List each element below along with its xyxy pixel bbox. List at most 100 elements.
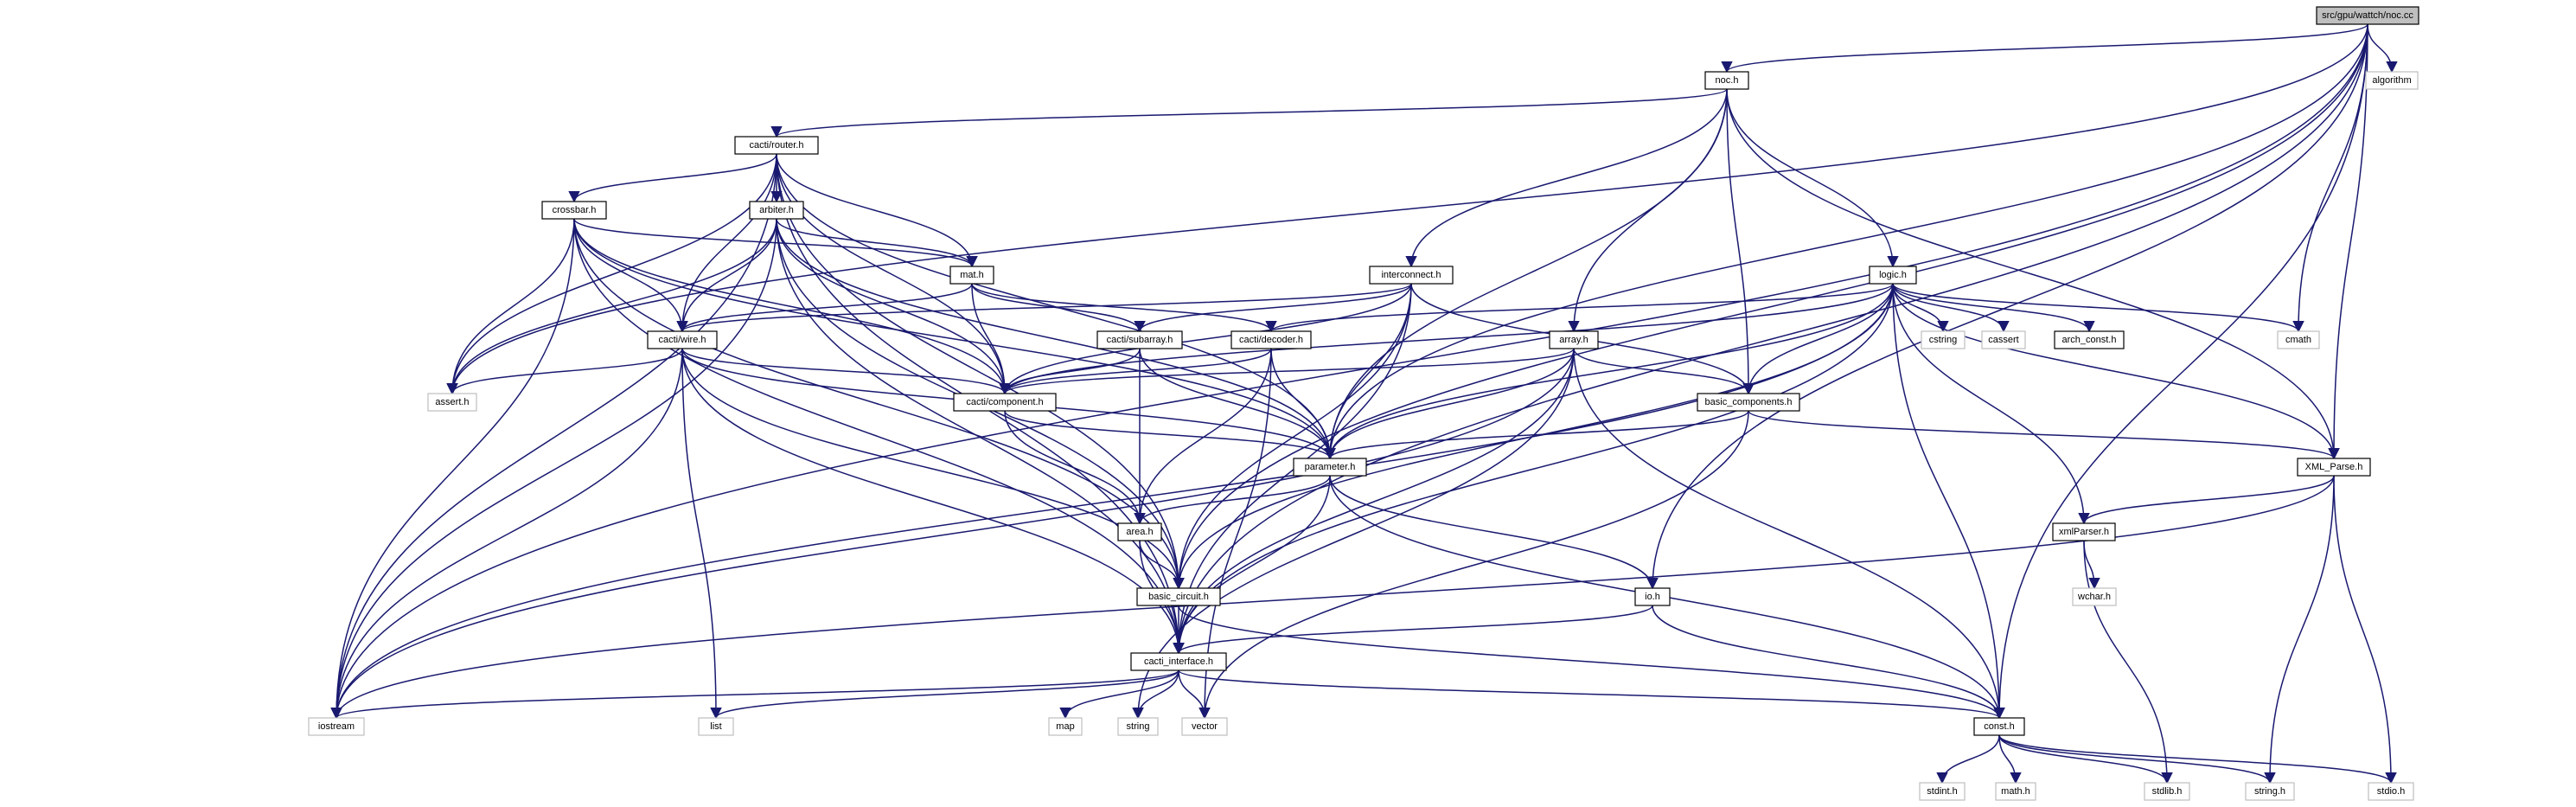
node-io-h[interactable]: io.h (1634, 587, 1671, 606)
node-stdio-h[interactable]: stdio.h (2368, 782, 2414, 801)
node-subarray-h[interactable]: cacti/subarray.h (1096, 330, 1183, 349)
node-box (1117, 717, 1159, 736)
node-noc-h[interactable]: noc.h (1704, 71, 1749, 90)
node-const-h[interactable]: const.h (1973, 717, 2025, 736)
node-stdlib-h[interactable]: stdlib.h (2144, 782, 2190, 801)
node-box (1704, 71, 1749, 90)
edge-noc-h-to-logic-h (1726, 88, 1899, 268)
node-crossbar-h[interactable]: crossbar.h (541, 201, 607, 220)
node-box (1634, 587, 1671, 606)
node-parameter-h[interactable]: parameter.h (1293, 458, 1367, 477)
node-label: cstring (1929, 335, 1957, 345)
node-box (1869, 266, 1917, 285)
edge-arbiter-h-to-cacti-interface-h (776, 218, 1185, 655)
node-algorithm[interactable]: algorithm (2365, 71, 2419, 90)
node-assert-h[interactable]: assert.h (427, 393, 477, 412)
node-label: logic.h (1879, 270, 1907, 280)
edge-io-h-to-cacti-interface-h (1173, 605, 1653, 655)
edge-crossbar-h-to-wire-h (573, 218, 688, 333)
node-string[interactable]: string (1117, 717, 1159, 736)
node-box (2144, 782, 2190, 801)
node-cmath[interactable]: cmath (2277, 330, 2320, 349)
node-basic-components-h[interactable]: basic_components.h (1697, 393, 1800, 412)
node-box (427, 393, 477, 412)
node-cacti-interface-h[interactable]: cacti_interface.h (1130, 652, 1227, 671)
node-basic-circuit-h[interactable]: basic_circuit.h (1136, 587, 1221, 606)
node-box (949, 266, 994, 285)
node-iostream[interactable]: iostream (308, 717, 365, 736)
node-array-h[interactable]: array.h (1549, 330, 1599, 349)
edge-component-h-to-parameter-h (1004, 410, 1336, 460)
node-box (1369, 266, 1454, 285)
node-box (647, 330, 718, 349)
edge-arbiter-h-to-mat-h (776, 218, 978, 268)
node-label: string.h (2254, 786, 2285, 797)
edge-interconnect-h-to-subarray-h (1134, 283, 1412, 333)
node-xmlparser-h[interactable]: xmlParser.h (2052, 522, 2116, 541)
edge-decoder-h-to-parameter-h (1270, 348, 1336, 460)
node-math-h[interactable]: math.h (1995, 782, 2036, 801)
edge-noc-h-to-xml-parse-h (1726, 88, 2340, 460)
node-arch-const-h[interactable]: arch_const.h (2054, 330, 2125, 349)
node-mat-h[interactable]: mat.h (949, 266, 994, 285)
edge-mat-h-to-component-h (971, 283, 1011, 395)
edge-cacti-interface-h-to-vector (1178, 669, 1211, 720)
edge-cacti-interface-h-to-string (1132, 669, 1179, 720)
edge-logic-h-to-cmath (1892, 283, 2304, 333)
node-xml-parse-h[interactable]: XML_Parse.h (2297, 458, 2371, 477)
node-label: algorithm (2372, 75, 2411, 86)
node-label: parameter.h (1305, 462, 1356, 472)
node-label: list (710, 721, 721, 732)
node-box (1048, 717, 1083, 736)
node-label: arch_const.h (2062, 335, 2117, 345)
edge-logic-h-to-xmlparser-h (1892, 283, 2090, 525)
node-decoder-h[interactable]: cacti/decoder.h (1230, 330, 1312, 349)
edge-array-h-to-parameter-h (1324, 348, 1575, 460)
node-cassert[interactable]: cassert (1981, 330, 2026, 349)
node-box (2365, 71, 2419, 90)
node-box (1293, 458, 1367, 477)
node-list[interactable]: list (698, 717, 734, 736)
edge-router-h-to-component-h (776, 153, 1011, 395)
edge-component-h-to-area-h (1004, 410, 1146, 525)
node-label: wchar.h (2077, 592, 2111, 602)
edge-array-h-to-basic-components-h (1573, 348, 1755, 395)
edge-arbiter-h-to-iostream (330, 218, 777, 720)
node-wchar-h[interactable]: wchar.h (2072, 587, 2117, 606)
node-wire-h[interactable]: cacti/wire.h (647, 330, 718, 349)
edge-mat-h-to-decoder-h (971, 283, 1277, 333)
node-box (1697, 393, 1800, 412)
node-label: arbiter.h (759, 205, 794, 215)
edge-const-h-to-stdlib-h (1998, 734, 2173, 785)
node-label: cacti/wire.h (658, 335, 706, 345)
node-label: interconnect.h (1381, 270, 1441, 280)
node-label: xmlParser.h (2059, 527, 2109, 537)
node-vector[interactable]: vector (1181, 717, 1228, 736)
node-label: assert.h (435, 397, 469, 407)
node-component-h[interactable]: cacti/component.h (953, 393, 1057, 412)
node-box (1919, 782, 1966, 801)
edge-root-to-cacti-interface-h (1173, 23, 2368, 655)
node-cstring[interactable]: cstring (1921, 330, 1966, 349)
node-label: io.h (1645, 592, 1660, 602)
edge-router-h-to-assert-h (446, 153, 777, 395)
node-label: cacti/decoder.h (1239, 335, 1303, 345)
edge-basic-circuit-h-to-const-h (1178, 605, 2005, 720)
node-interconnect-h[interactable]: interconnect.h (1369, 266, 1454, 285)
edge-basic-components-h-to-vector (1199, 410, 1749, 720)
node-string-h[interactable]: string.h (2245, 782, 2295, 801)
node-root[interactable]: src/gpu/wattch/noc.cc (2316, 6, 2419, 25)
edge-basic-components-h-to-xml-parse-h (1748, 410, 2340, 460)
node-area-h[interactable]: area.h (1117, 522, 1162, 541)
node-logic-h[interactable]: logic.h (1869, 266, 1917, 285)
edge-xml-parse-h-to-stdio-h (2333, 475, 2397, 785)
node-label: stdio.h (2377, 786, 2405, 797)
node-box (1995, 782, 2036, 801)
node-map[interactable]: map (1048, 717, 1083, 736)
node-router-h[interactable]: cacti/router.h (734, 136, 819, 155)
node-box (1117, 522, 1162, 541)
node-stdint-h[interactable]: stdint.h (1919, 782, 1966, 801)
node-label: vector (1192, 721, 1218, 732)
node-arbiter-h[interactable]: arbiter.h (749, 201, 804, 220)
node-label: mat.h (960, 270, 984, 280)
